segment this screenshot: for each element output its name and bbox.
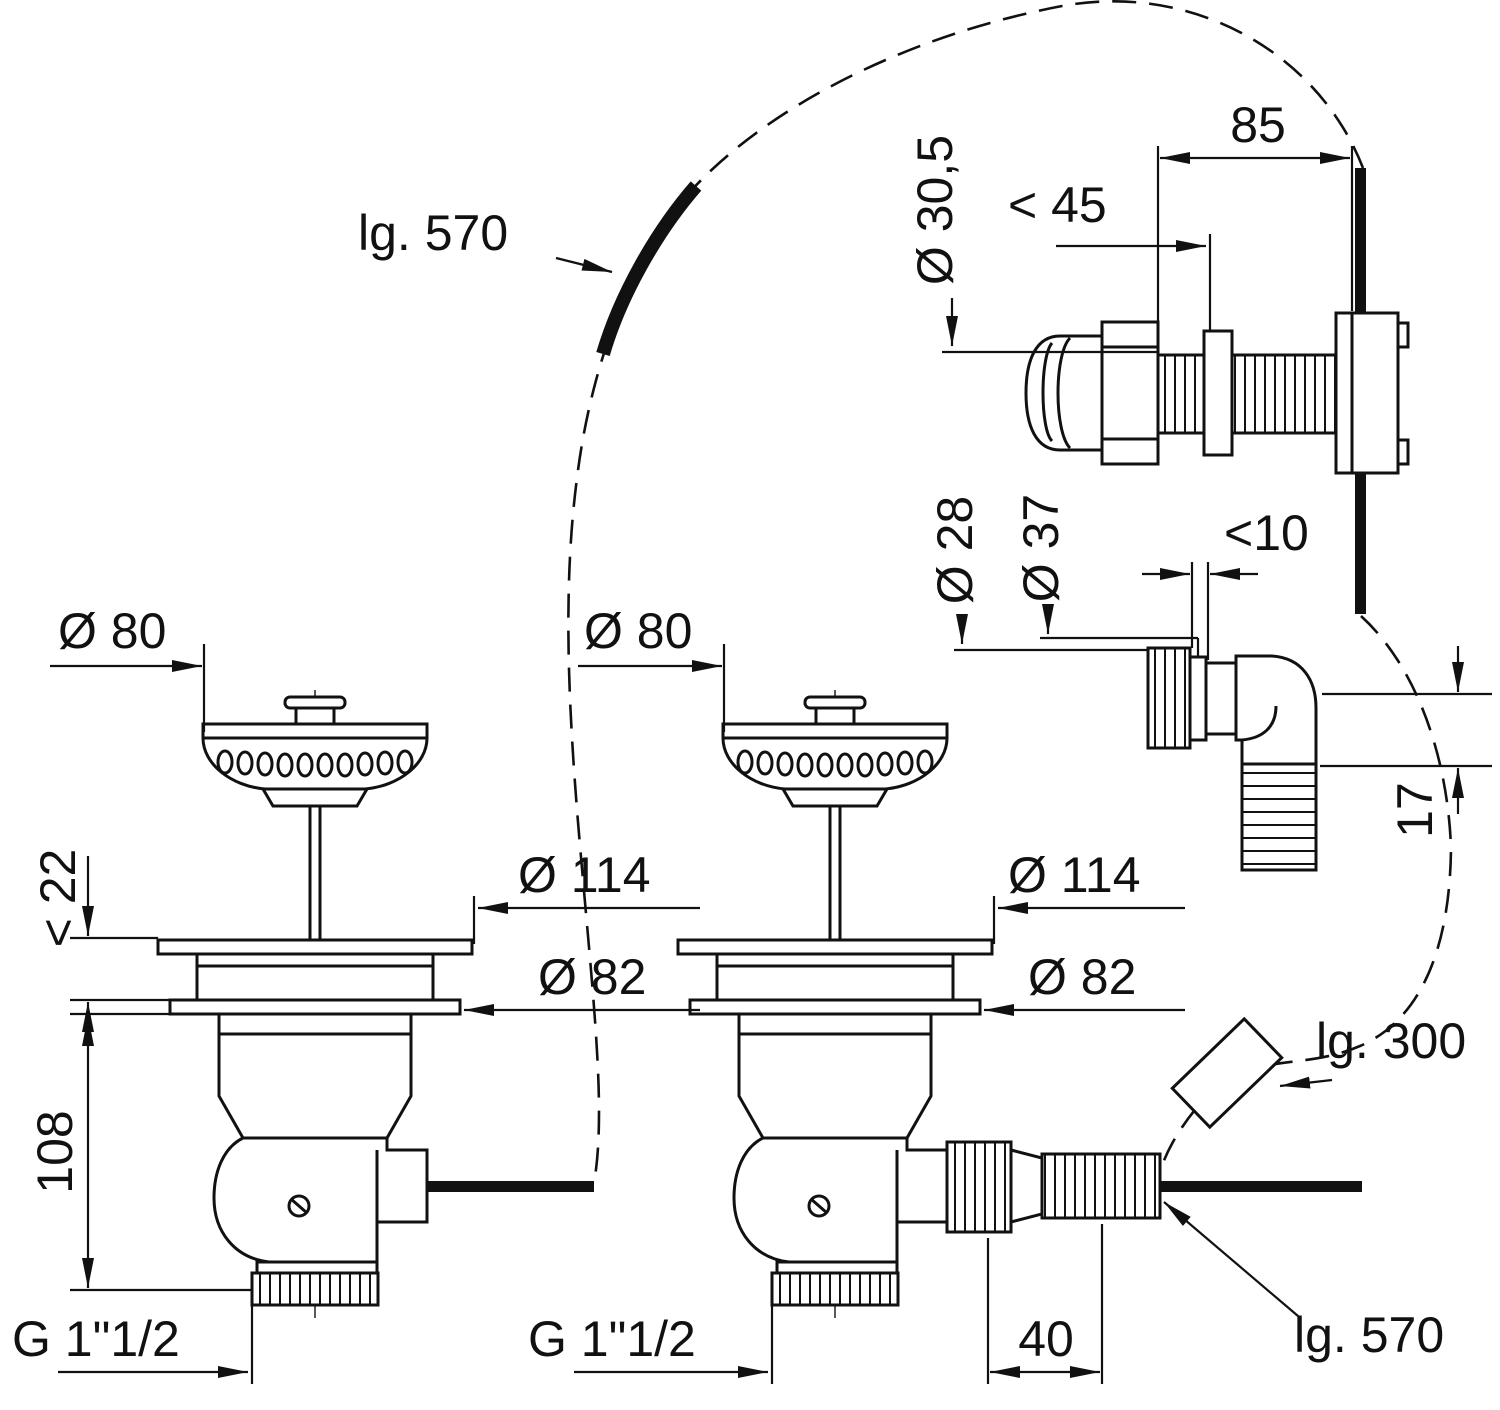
- dim-overflow: Ø 28 Ø 37 <10 17: [927, 494, 1492, 838]
- dim-label-basket-dia-left: Ø 80: [58, 603, 166, 659]
- dim-label-thread-left: G 1"1/2: [12, 1311, 180, 1367]
- cable-route-left: [567, 0, 1365, 1185]
- dim-label-flange-dia-left: Ø 114: [518, 847, 651, 903]
- control-threaded-rod: [1156, 353, 1338, 435]
- dim-label-basket-dia-center: Ø 80: [584, 603, 692, 659]
- control-bracket: [1334, 311, 1400, 475]
- dim-label-flange-dia-center: Ø 114: [1008, 847, 1141, 903]
- dim-label-overflow-panel-max: <10: [1224, 505, 1309, 561]
- label-hose-length: lg. 300: [1316, 1013, 1466, 1069]
- dim-label-overflow-thread-dia: Ø 28: [927, 496, 983, 604]
- overflow-washer: [1188, 655, 1208, 742]
- cable-route-right: [1155, 615, 1453, 1185]
- overflow-hose: [1240, 762, 1318, 872]
- dim-center-drain: Ø 80 Ø 114 Ø 82 G 1"1/2 40: [528, 603, 1185, 1384]
- dim-label-body-dia-left: Ø 82: [538, 949, 646, 1005]
- connector-nut: [945, 1140, 1013, 1234]
- dim-label-connector-len: 40: [1018, 1311, 1074, 1367]
- connector-hose: [1040, 1152, 1162, 1220]
- dim-label-overflow-flange-dia: Ø 37: [1013, 494, 1069, 602]
- label-bottom-cable-length: lg. 570: [1294, 1307, 1444, 1363]
- left-drain-cable: [427, 1181, 594, 1192]
- loose-hose-piece: [1170, 1016, 1284, 1130]
- cable-control-assembly: [1024, 168, 1410, 614]
- dim-left-drain: Ø 80 < 22 108 Ø 114 Ø 82 G 1"1/2: [12, 603, 700, 1384]
- connector-taper: [1009, 1148, 1044, 1224]
- dim-label-height: 108: [27, 1110, 83, 1193]
- dim-control: 85 < 45 Ø 30,5: [907, 97, 1354, 354]
- label-top-cable-length: lg. 570: [358, 205, 508, 261]
- dim-label-thread-center: G 1"1/2: [528, 1311, 696, 1367]
- overflow-thread-flange: [1146, 646, 1192, 750]
- dim-label-panel-max: < 45: [1008, 177, 1107, 233]
- dim-label-clamp-max: < 22: [30, 849, 86, 948]
- dim-label-overflow-offset: 17: [1387, 782, 1443, 838]
- center-drain-assembly: [676, 688, 994, 1320]
- center-cable-connector: [945, 1140, 1362, 1234]
- dim-label-hole-dia: Ø 30,5: [907, 135, 963, 285]
- dim-label-control-span: 85: [1230, 97, 1286, 153]
- control-locknut: [1202, 329, 1234, 457]
- overflow-elbow-assembly: [1146, 646, 1318, 872]
- overflow-nut: [1204, 661, 1238, 736]
- control-nut: [1100, 320, 1160, 466]
- length-callouts: lg. 570 lg. 300 lg. 570: [358, 205, 1466, 1363]
- cable-arc-segment: [596, 181, 702, 356]
- control-lower-cable: [1355, 473, 1366, 614]
- left-drain-assembly: [156, 688, 474, 1320]
- dim-label-body-dia-center: Ø 82: [1028, 949, 1136, 1005]
- control-upper-cable: [1355, 168, 1366, 315]
- center-drain-cable: [1160, 1181, 1362, 1192]
